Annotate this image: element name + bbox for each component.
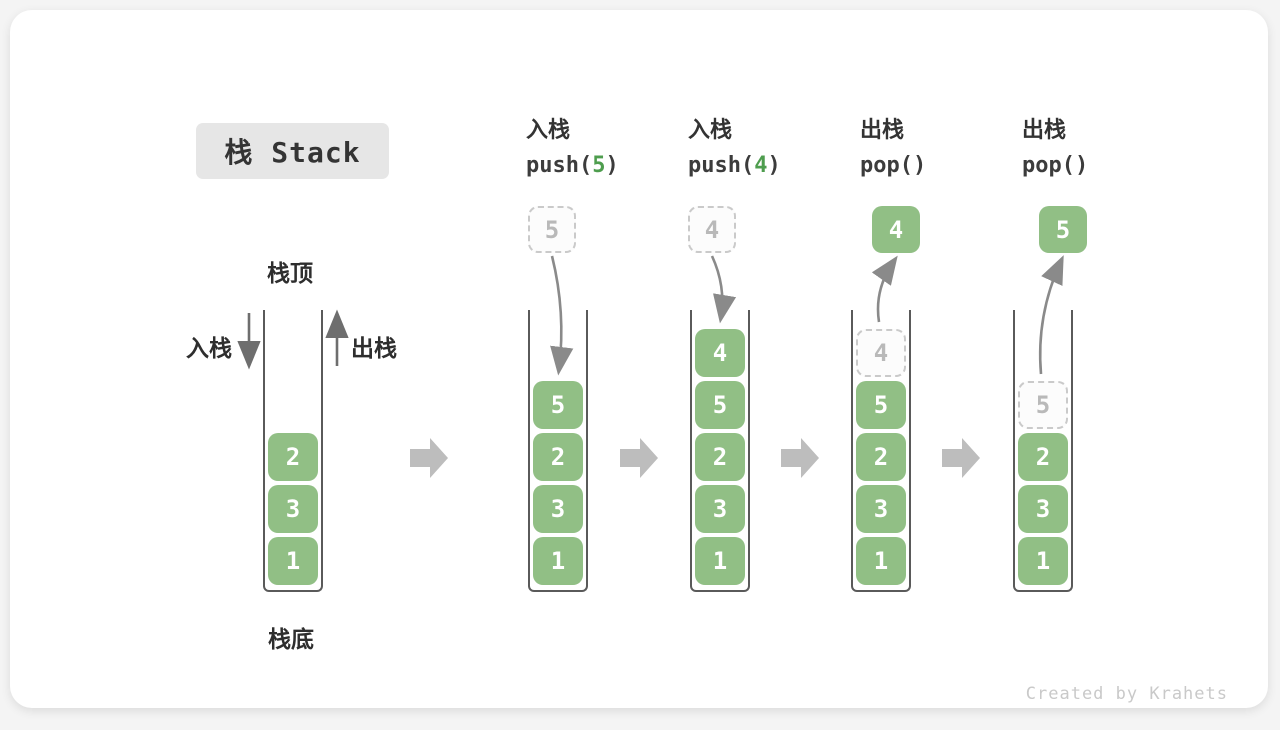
stack-cell-3: 3 (1018, 485, 1068, 533)
code-part: pop( (860, 153, 913, 178)
incoming-value-4: 4 (688, 206, 736, 253)
watermark: Created by Krahets (1025, 684, 1228, 704)
stack-cell-1: 1 (1018, 537, 1068, 585)
stack-cell-1: 1 (268, 537, 318, 585)
stack-cell-2: 2 (695, 433, 745, 481)
popped-value-4: 4 (872, 206, 920, 253)
diagram-title: 栈 Stack (196, 123, 389, 179)
stack-cell-1: 1 (695, 537, 745, 585)
operation-label-4: 出栈 pop() (1022, 116, 1088, 180)
next-step-arrow-icon (942, 438, 980, 478)
stack-cell-2: 2 (533, 433, 583, 481)
stack-cell-1: 1 (533, 537, 583, 585)
code-part: push( (526, 153, 593, 178)
operation-code: pop() (1022, 152, 1088, 180)
stack-container-after-pop-5 (1013, 310, 1073, 592)
code-part: ) (767, 153, 781, 178)
stack-bottom-label: 栈底 (268, 627, 314, 653)
operation-code: push(5) (526, 152, 619, 180)
operation-code: push(4) (688, 152, 781, 180)
push-side-label: 入栈 (186, 336, 232, 362)
operation-label-3: 出栈 pop() (860, 116, 926, 180)
code-part: push( (688, 153, 755, 178)
stack-container-initial (263, 310, 323, 592)
stack-container-after-push-4 (690, 310, 750, 592)
code-part: ) (912, 153, 927, 178)
ghost-cell-4: 4 (856, 329, 906, 377)
next-step-arrow-icon (620, 438, 658, 478)
ghost-cell-5: 5 (1018, 381, 1068, 429)
operation-name: 出栈 (860, 118, 905, 143)
stack-cell-1: 1 (856, 537, 906, 585)
code-part: pop( (1022, 153, 1075, 178)
stack-cell-2: 2 (268, 433, 318, 481)
stack-cell-5: 5 (533, 381, 583, 429)
pop-side-label: 出栈 (351, 336, 397, 362)
code-part: ) (605, 153, 619, 178)
popped-value-5: 5 (1039, 206, 1087, 253)
stack-cell-3: 3 (533, 485, 583, 533)
code-part: 5 (592, 153, 606, 178)
incoming-value-5: 5 (528, 206, 576, 253)
operation-label-1: 入栈 push(5) (526, 116, 619, 180)
operation-code: pop() (860, 152, 926, 180)
stack-cell-3: 3 (695, 485, 745, 533)
code-part: 4 (754, 153, 768, 178)
arrows-overlay (237, 255, 1064, 478)
stack-cell-4: 4 (695, 329, 745, 377)
push-arrow-after-push-4 (710, 255, 737, 324)
stack-top-label: 栈顶 (267, 261, 313, 287)
code-part: ) (1074, 153, 1089, 178)
operation-name: 入栈 (688, 118, 733, 143)
operation-name: 入栈 (526, 118, 571, 143)
stack-cell-5: 5 (695, 381, 745, 429)
stack-container-after-pop-4 (851, 310, 911, 592)
stack-container-after-push-5 (528, 310, 588, 592)
stack-cell-5: 5 (856, 381, 906, 429)
stack-cell-3: 3 (856, 485, 906, 533)
operation-label-2: 入栈 push(4) (688, 116, 781, 180)
operation-name: 出栈 (1022, 118, 1067, 143)
next-step-arrow-icon (781, 438, 819, 478)
stack-cell-3: 3 (268, 485, 318, 533)
next-step-arrow-icon (410, 438, 448, 478)
stack-cell-2: 2 (856, 433, 906, 481)
stack-cell-2: 2 (1018, 433, 1068, 481)
